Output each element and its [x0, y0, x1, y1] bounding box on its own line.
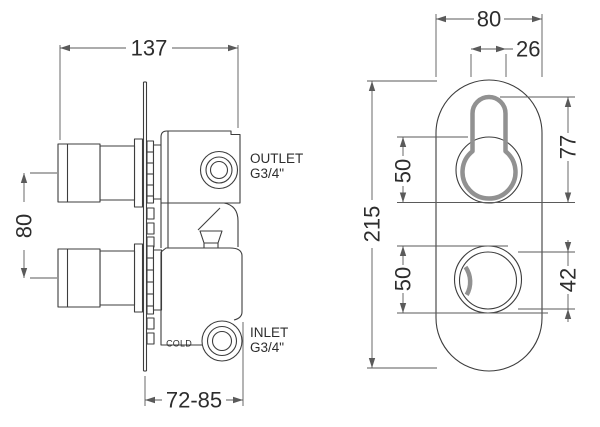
dim-handle-spacing: 80: [12, 172, 57, 279]
dim-handle-slot-width-label: 26: [516, 37, 540, 62]
dim-plate-height-label: 215: [360, 206, 385, 243]
dim-lower-trim: 50: [391, 245, 548, 314]
dim-keyhole-height-label: 77: [556, 135, 581, 159]
inlet-port: [201, 320, 243, 362]
inlet-label-line2: G3/4": [250, 340, 284, 355]
bottom-handle: [57, 243, 144, 313]
inlet-label: INLET G3/4": [250, 325, 288, 355]
front-view: 80 26 215 50: [360, 7, 581, 372]
dim-overall-width-label: 137: [131, 36, 168, 61]
dim-handle-slot-width: 26: [470, 37, 540, 77]
front-plate: [435, 79, 543, 372]
dim-depth-label: 72-85: [166, 388, 222, 413]
dim-depth: 72-85: [144, 322, 244, 413]
cold-marking-label: COLD: [166, 339, 192, 349]
dim-handle-spacing-label: 80: [12, 214, 37, 238]
outlet-label: OUTLET G3/4": [250, 151, 303, 181]
dim-lower-trim-label: 50: [391, 267, 416, 291]
side-view: 137 80 72-85: [12, 36, 304, 413]
dim-lower-handle-dia: 42: [518, 240, 581, 322]
temp-handle-keyhole: [455, 94, 523, 204]
dim-plate-height: 215: [360, 80, 437, 369]
flow-handle-circle: [453, 245, 523, 314]
dim-plate-width-label: 80: [477, 7, 501, 32]
escutcheon-plate-side: [142, 81, 148, 372]
dim-plate-width: 80: [435, 7, 543, 77]
dim-lower-handle-dia-label: 42: [556, 268, 581, 292]
outlet-label-line1: OUTLET: [250, 151, 303, 166]
outlet-port: [199, 150, 239, 190]
outlet-label-line2: G3/4": [250, 166, 284, 181]
body-fixings-middle: [146, 207, 155, 248]
dim-upper-trim: 50: [391, 136, 575, 203]
top-handle: [57, 138, 144, 208]
dim-overall-width: 137: [59, 36, 239, 140]
cartridge-stack-top: [146, 140, 163, 204]
cartridge-stack-bottom: [146, 245, 163, 315]
dim-keyhole-height: 77: [500, 96, 581, 203]
inlet-label-line1: INLET: [250, 325, 288, 340]
body-fixings-lower: [146, 317, 155, 345]
dim-upper-trim-label: 50: [391, 159, 416, 183]
